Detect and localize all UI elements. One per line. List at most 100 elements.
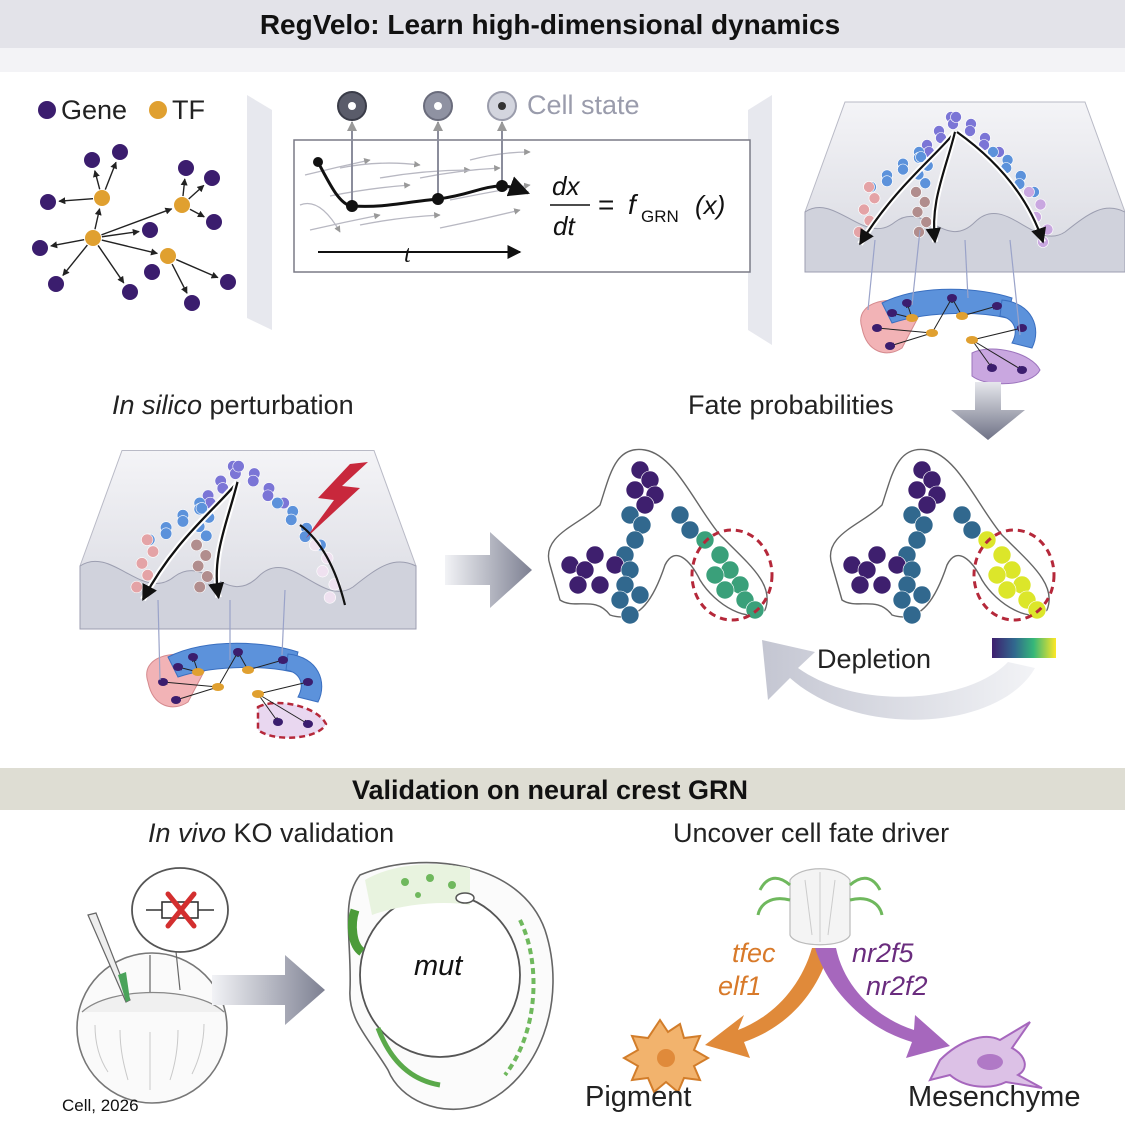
- cell-dot: [952, 505, 972, 525]
- gene-node: [40, 194, 56, 210]
- grn-edge: [961, 304, 998, 317]
- cell-dot: [863, 181, 875, 193]
- gene-node: [171, 696, 181, 704]
- flow-line: [299, 203, 341, 233]
- mutant-embryo: mut: [347, 861, 554, 1110]
- tf-node: [966, 336, 978, 344]
- landscape-top-right: [804, 101, 1125, 385]
- cell-dot: [918, 196, 931, 208]
- gene-node: [112, 144, 128, 160]
- gene-node: [32, 240, 48, 256]
- cell-dot: [710, 545, 730, 565]
- grn-edge: [876, 325, 933, 334]
- flow-line: [379, 166, 471, 179]
- trajectory-point: [313, 157, 323, 167]
- grn-network: [32, 144, 236, 311]
- mesenchyme-cell-icon: [928, 1021, 1043, 1089]
- flow-line: [359, 212, 441, 226]
- grn-edge: [971, 326, 1023, 341]
- grn-edge: [104, 161, 117, 190]
- cell-dot: [902, 505, 922, 525]
- projection-line: [281, 589, 286, 656]
- cell-dot: [568, 575, 588, 595]
- cell-dot: [715, 580, 735, 600]
- flow-line: [309, 212, 381, 231]
- pigment-label: Pigment: [585, 1081, 691, 1113]
- cell-dot: [868, 192, 881, 205]
- page-title: RegVelo: Learn high-dimensional dynamics: [260, 9, 840, 40]
- equation-dx: dx: [552, 171, 580, 201]
- cell-dot: [872, 575, 892, 595]
- cell-dot: [987, 565, 1007, 585]
- tf-node: [94, 190, 110, 206]
- cell-dot: [323, 591, 336, 604]
- grn-edge: [101, 207, 173, 236]
- cell-dot: [271, 496, 284, 510]
- cell-state-icons: Cell state: [337, 90, 640, 121]
- fate-map-perturbed: [829, 448, 1056, 625]
- cell-dot: [1034, 198, 1047, 211]
- cell-dot: [190, 538, 203, 552]
- cell-dot: [199, 549, 212, 562]
- gene-legend-dot: [38, 101, 56, 119]
- trajectory-arrow: [956, 131, 1046, 244]
- gene-legend-label: Gene: [61, 95, 127, 125]
- grn-edge: [50, 238, 85, 249]
- depletion-arrow: [762, 640, 1035, 720]
- trajectory-arrow: [141, 481, 239, 602]
- cell-dot: [705, 565, 725, 585]
- cell-dot: [670, 505, 690, 525]
- cell-dot: [1023, 186, 1035, 198]
- tf-node: [956, 312, 968, 320]
- flow-line: [469, 148, 531, 161]
- driver-gene: tfec: [732, 938, 776, 968]
- cell-dot: [912, 585, 932, 605]
- gene-node: [273, 718, 283, 726]
- cell-dot: [299, 530, 312, 543]
- highlight-circle: [972, 528, 1056, 622]
- grn-edge: [93, 169, 101, 190]
- tf-node: [174, 197, 190, 213]
- cell-dot: [625, 480, 645, 500]
- cell-dot: [625, 530, 645, 550]
- cell-dot: [992, 545, 1012, 565]
- cell-dot: [610, 590, 630, 610]
- cell-dot: [962, 520, 982, 540]
- cell-dot: [902, 605, 922, 625]
- cell-dot: [915, 151, 927, 163]
- equation-grn-subscript: GRN: [641, 207, 679, 226]
- driver-genes-right: nr2f5 nr2f2: [852, 938, 928, 1001]
- tf-node: [926, 329, 938, 337]
- module-purple: [256, 701, 328, 739]
- validation-band: Validation on neural crest GRN: [0, 768, 1125, 810]
- cell-dot: [917, 495, 937, 515]
- cell-dot: [141, 569, 154, 582]
- cell-state-arrows: [347, 121, 507, 205]
- in-vivo-title: In vivo KO validation: [148, 818, 394, 848]
- flow-line: [419, 165, 501, 179]
- gene-node: [158, 678, 168, 686]
- grn-edge: [62, 244, 88, 276]
- driver-title: Uncover cell fate driver: [673, 818, 949, 848]
- gene-node: [303, 678, 313, 686]
- grn-edge: [189, 208, 205, 218]
- gene-node: [142, 222, 158, 238]
- tf-node: [242, 666, 254, 674]
- tf-node: [160, 248, 176, 264]
- grn-edge: [931, 297, 953, 334]
- pigment-cell-icon: [621, 1018, 711, 1094]
- gene-node: [188, 653, 198, 661]
- pigment-fate-arrow: [705, 948, 830, 1058]
- cell-dot: [193, 580, 206, 594]
- validation-arrow: [212, 955, 325, 1025]
- grn-edge: [162, 679, 219, 688]
- cell-dot: [620, 505, 640, 525]
- header-band: RegVelo: Learn high-dimensional dynamics: [0, 0, 1125, 72]
- driver-genes-left: tfec elf1: [718, 938, 776, 1001]
- driver-gene: nr2f5: [852, 938, 915, 968]
- validation-title: Validation on neural crest GRN: [352, 775, 748, 805]
- gene-node: [887, 309, 897, 317]
- gene-node: [173, 663, 183, 671]
- gene-node: [902, 299, 912, 307]
- colorbar: [992, 638, 1056, 658]
